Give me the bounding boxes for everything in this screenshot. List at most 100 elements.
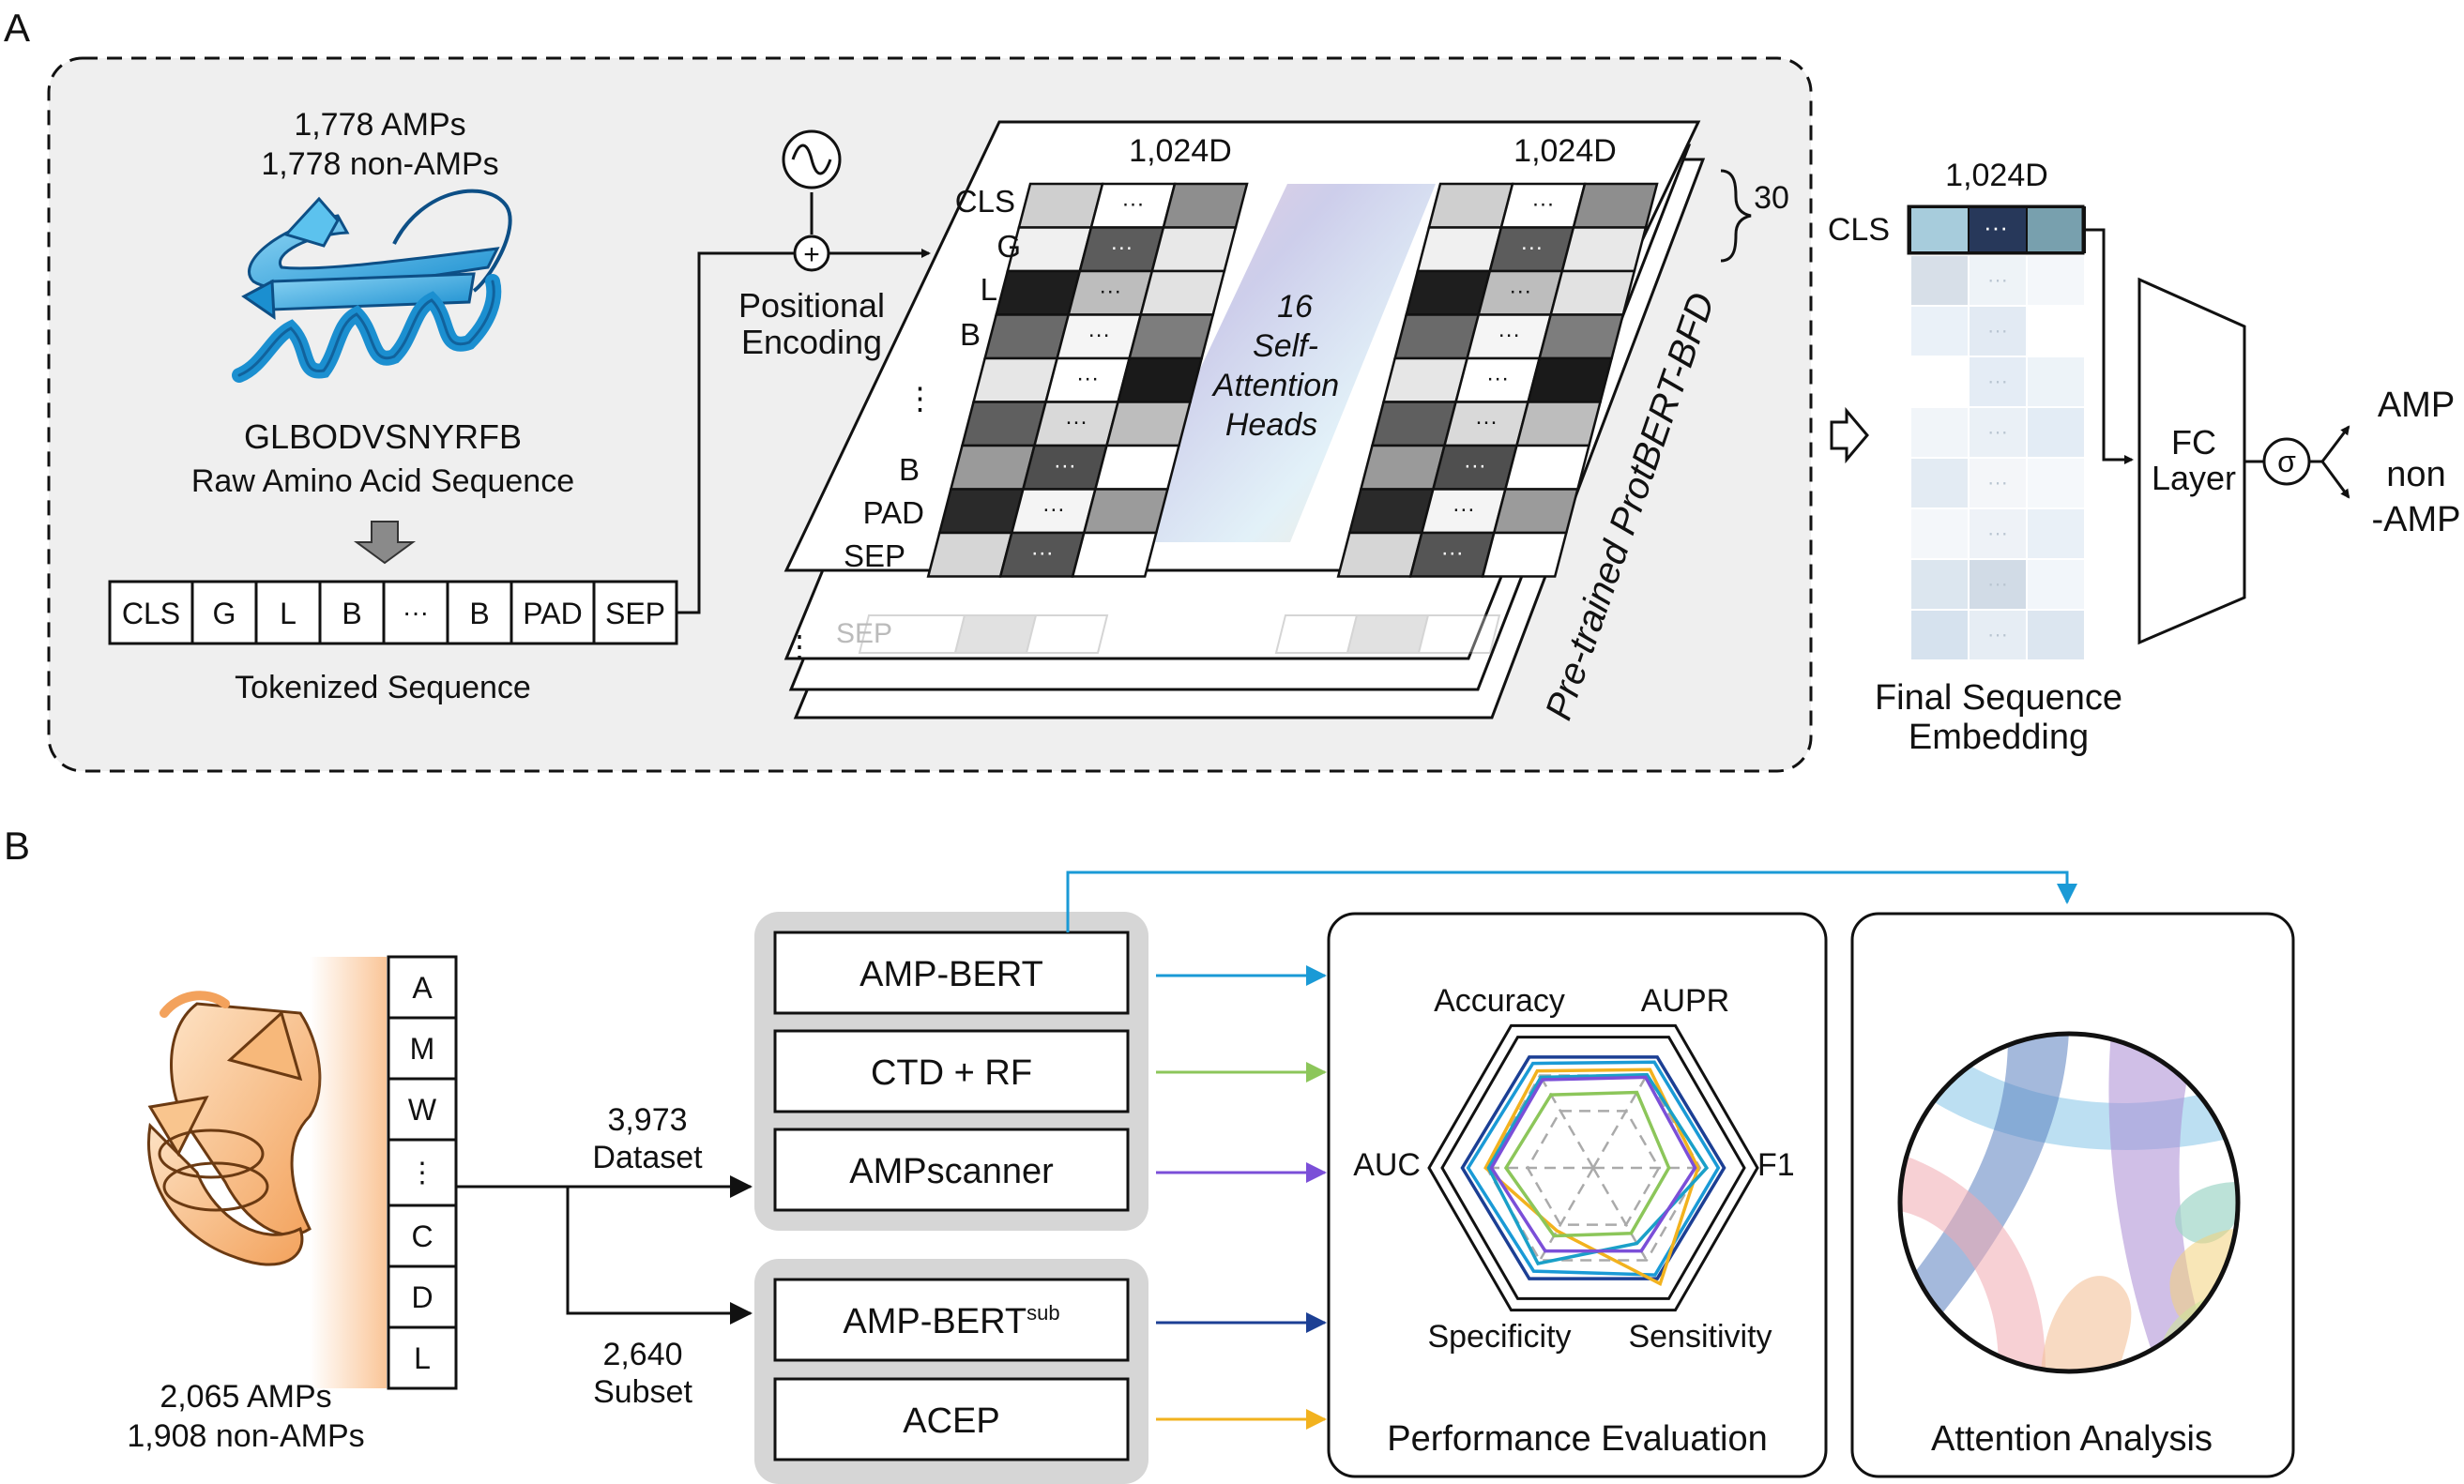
cls-row-dots: ··· xyxy=(1984,213,2008,241)
attention-cell xyxy=(971,356,1059,403)
cell-dots: ··· xyxy=(1065,409,1088,434)
attention-cell xyxy=(983,313,1071,360)
radar-outer-ring xyxy=(1427,1023,1759,1312)
embedding-dots: ··· xyxy=(1987,571,2008,595)
attention-cell xyxy=(1370,401,1458,447)
down-arrow-icon xyxy=(353,521,417,565)
seq-letter: M xyxy=(410,1032,435,1066)
radar-axis-label: F1 xyxy=(1757,1147,1795,1183)
seq-letter: ⋮ xyxy=(408,1158,436,1189)
protein-structure-icon xyxy=(147,991,322,1266)
embedding-dots: ··· xyxy=(1987,318,2008,341)
final-caption: Final Sequence xyxy=(1875,678,2122,718)
cell-dots: ··· xyxy=(1475,409,1498,434)
attention-cell xyxy=(995,269,1082,316)
attention-cell xyxy=(960,401,1048,447)
amp-bert-to-attention-arrow xyxy=(1066,871,2077,932)
token: ··· xyxy=(403,598,429,627)
row-label: G xyxy=(996,229,1021,264)
attention-cell xyxy=(1139,269,1226,316)
embedding-cell xyxy=(1968,406,2028,459)
amp-count: 1,778 AMPs xyxy=(294,107,465,143)
attention-cell xyxy=(1538,313,1625,360)
radar-series xyxy=(1503,1090,1671,1238)
plus-symbol: + xyxy=(803,239,820,270)
embedding-cell xyxy=(1909,356,1970,408)
matrix-dim-left: 1,024D xyxy=(1129,133,1232,169)
model-box-amp-bert-sub xyxy=(773,1278,1130,1362)
attention-cell xyxy=(1071,531,1158,578)
dataset-connector xyxy=(456,1185,753,1325)
cell-dots: ··· xyxy=(1099,279,1121,304)
attention-cell xyxy=(1104,401,1193,447)
embedding-cell xyxy=(1909,406,1970,459)
embedding-cell xyxy=(1909,609,1970,661)
model-label: AMP-BERTsub xyxy=(843,1301,1059,1341)
embedding-dots: ··· xyxy=(1987,470,2008,493)
attention-cell xyxy=(1416,226,1503,273)
amino-acid-sequence: GLBODVSNYRFB xyxy=(244,417,522,456)
cell-dots: ··· xyxy=(1441,540,1464,566)
attention-cell xyxy=(1116,356,1204,403)
faded-row xyxy=(858,614,1501,654)
attention-cell xyxy=(1017,182,1104,229)
tokenized-sequence: CLS G L B ··· B PAD SEP xyxy=(108,580,678,645)
token: G xyxy=(213,597,236,630)
model-label-base: AMP-BERT xyxy=(843,1302,1027,1341)
faded-sep-label: SEP xyxy=(836,618,892,649)
final-dim-label: 1,024D xyxy=(1945,158,2048,193)
full-dataset-label: Dataset xyxy=(592,1140,703,1175)
subset-label: Subset xyxy=(593,1374,692,1410)
model-label: ACEP xyxy=(903,1401,999,1441)
cell-dots: ··· xyxy=(1486,366,1509,391)
b-amp-count: 2,065 AMPs xyxy=(160,1379,331,1415)
embedding-cell xyxy=(2026,457,2086,509)
embedding-dots: ··· xyxy=(1987,419,2008,443)
cell-dots: ··· xyxy=(1088,322,1110,347)
embedding-cell xyxy=(1909,254,1970,307)
embedding-cell xyxy=(2026,609,2086,661)
model-label: AMPscanner xyxy=(849,1152,1054,1191)
attention-cell xyxy=(1405,269,1492,316)
attention-cell xyxy=(1481,531,1568,578)
final-caption: Embedding xyxy=(1909,718,2089,757)
attention-cell xyxy=(1336,531,1423,578)
row-labels: CLS G L B ⋮ B PAD SEP xyxy=(844,184,1021,573)
radar-series xyxy=(1460,1055,1726,1280)
layers-brace xyxy=(1720,169,1752,263)
positional-encoding-label: Positional xyxy=(738,286,885,325)
heads-text: Attention xyxy=(1211,368,1339,403)
embedding-cell xyxy=(1909,305,1970,357)
performance-caption: Performance Evaluation xyxy=(1387,1419,1768,1459)
embedding-cell xyxy=(2026,254,2086,307)
fc-label: Layer xyxy=(2152,459,2236,497)
attention-heads-label: 16 Self- Attention Heads xyxy=(1211,289,1339,443)
model-label: AMP-BERT xyxy=(859,955,1043,994)
layers-count: 30 xyxy=(1754,180,1789,216)
token: L xyxy=(280,597,297,630)
seq-letter: L xyxy=(414,1341,431,1375)
heads-text: 16 xyxy=(1277,289,1313,325)
model-box-amp-bert xyxy=(773,931,1130,1015)
chord-circle xyxy=(1897,1031,2241,1374)
panel-b-label: B xyxy=(4,824,30,868)
attention-cell xyxy=(1427,182,1514,229)
embedding-cell xyxy=(2026,406,2086,459)
cls-cell xyxy=(1909,206,1970,253)
embedding-cell xyxy=(1909,457,1970,509)
radar-series xyxy=(1466,1060,1721,1277)
attention-cell xyxy=(1093,444,1181,491)
b-non-amp-count: 1,908 non-AMPs xyxy=(127,1418,364,1454)
right-arrow-icon xyxy=(1830,406,1869,464)
cell-dots: ··· xyxy=(1054,453,1076,478)
output-non-amp: -AMP xyxy=(2372,500,2461,539)
token: PAD xyxy=(523,597,582,630)
cell-dots: ··· xyxy=(1520,235,1543,260)
layer-dots: ⋮ xyxy=(784,629,814,663)
cls-cell xyxy=(2026,206,2086,253)
attention-cell xyxy=(937,488,1025,535)
sequence-fan xyxy=(310,957,387,1388)
sequence-column: A M W ⋮ C D L xyxy=(387,955,458,1390)
seq-letter: C xyxy=(411,1219,433,1253)
